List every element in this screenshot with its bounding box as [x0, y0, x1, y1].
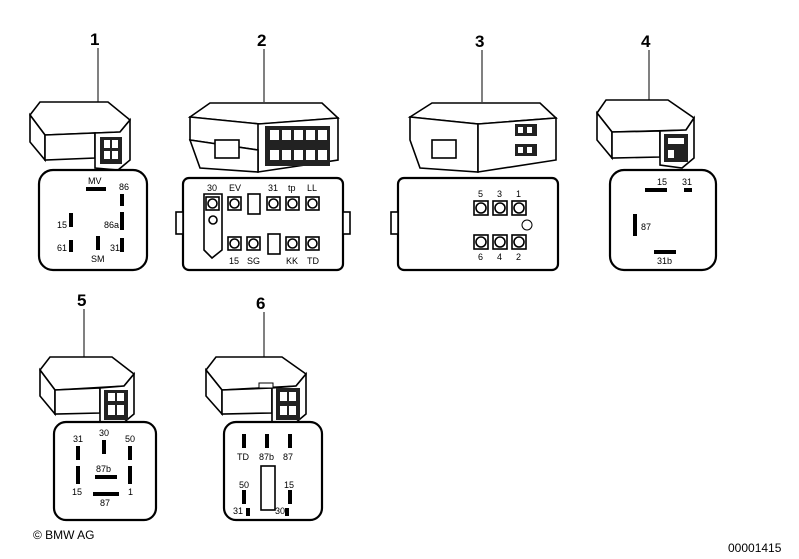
- pin-3-2: 2: [516, 252, 521, 262]
- relay-3: 3 5 3 1 6 4 2: [390, 32, 560, 272]
- pin-3-6: 6: [478, 252, 483, 262]
- pin-5-31: 31: [73, 434, 83, 444]
- relay-2-housing: [187, 102, 340, 173]
- pin-2-30: 30: [207, 183, 217, 193]
- item-number-5: 5: [77, 291, 86, 310]
- pin-4-31: 31: [682, 177, 692, 187]
- pin-6-31: 31: [233, 506, 243, 516]
- relay-1-housing: [28, 101, 132, 171]
- pin-2-ll: LL: [307, 183, 317, 193]
- pin-5-87: 87: [100, 498, 110, 508]
- pin-3-1: 1: [516, 189, 521, 199]
- pin-3-5: 5: [478, 189, 483, 199]
- pin-2-kk: KK: [286, 256, 298, 266]
- pinout-4: [608, 168, 718, 272]
- item-number-6: 6: [256, 294, 265, 313]
- pin-2-15: 15: [229, 256, 239, 266]
- pin-1-sm: SM: [91, 254, 105, 264]
- relay-6-housing: [204, 356, 308, 425]
- pin-2-31: 31: [268, 183, 278, 193]
- copyright-label: © BMW AG: [33, 528, 95, 542]
- pin-4-15: 15: [657, 177, 667, 187]
- pin-2-td: TD: [307, 256, 319, 266]
- pin-3-3: 3: [497, 189, 502, 199]
- pin-1-15: 15: [57, 220, 67, 230]
- pin-2-ev: EV: [229, 183, 241, 193]
- pin-5-50: 50: [125, 434, 135, 444]
- pin-6-87b: 87b: [259, 452, 274, 462]
- relay-5-housing: [38, 356, 136, 425]
- relay-4-housing: [596, 99, 696, 169]
- relay-4: 4 15 31 87 31b: [596, 32, 718, 272]
- relay-2: 2: [175, 31, 351, 272]
- pin-1-86a: 86a: [104, 220, 119, 230]
- pin-6-td: TD: [237, 452, 249, 462]
- pin-6-50: 50: [239, 480, 249, 490]
- pin-5-1: 1: [128, 487, 133, 497]
- pinout-6: [222, 420, 324, 522]
- pin-5-15: 15: [72, 487, 82, 497]
- pin-1-86: 86: [119, 182, 129, 192]
- diagram-code: 00001415: [728, 541, 782, 555]
- pin-6-87: 87: [283, 452, 293, 462]
- item-number-2: 2: [257, 31, 266, 50]
- item-number-1: 1: [90, 30, 99, 49]
- pin-1-61: 61: [57, 243, 67, 253]
- pin-6-30: 30: [275, 506, 285, 516]
- item-number-4: 4: [641, 32, 651, 51]
- pin-4-87: 87: [641, 222, 651, 232]
- pin-5-87b: 87b: [96, 464, 111, 474]
- pin-3-4: 4: [497, 252, 502, 262]
- relay-5: 5 31 30 50 87b 15 87 1: [38, 291, 158, 522]
- relay-6: 6 TD 87b 87 50 15 31 30: [204, 294, 324, 522]
- pin-2-tp: tp: [288, 183, 296, 193]
- pin-4-31b: 31b: [657, 256, 672, 266]
- pin-2-sg: SG: [247, 256, 260, 266]
- pin-1-31: 31: [110, 243, 120, 253]
- relay-1: 1 MV 86 15 86a 61 SM 31: [28, 30, 149, 272]
- relay-3-housing: [407, 102, 558, 173]
- pin-1-mv: MV: [88, 176, 102, 186]
- item-number-3: 3: [475, 32, 484, 51]
- pin-6-15: 15: [284, 480, 294, 490]
- pin-5-30: 30: [99, 428, 109, 438]
